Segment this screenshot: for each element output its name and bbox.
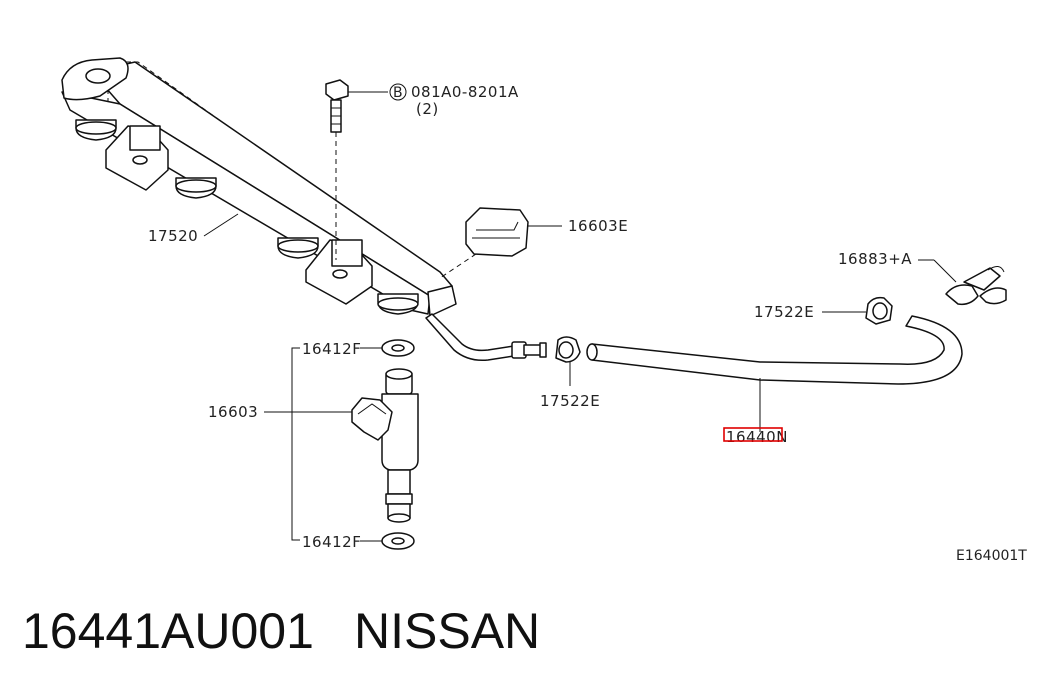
caption-brand: NISSAN — [354, 603, 540, 659]
clamp-lower-part-number: 17522E — [540, 392, 600, 410]
figure-code: E164001T — [956, 548, 1027, 564]
fuel-hose: 16440N — [586, 315, 963, 446]
clamp-lower: 17522E — [540, 336, 600, 410]
fuel-rail — [61, 57, 457, 317]
connector-part-number: 16603E — [568, 217, 628, 235]
highlight-box — [723, 427, 783, 442]
connector: 16603E — [439, 207, 628, 279]
rail-callout: 17520 — [148, 213, 239, 245]
seal-lower-part-number: 16412F — [302, 533, 361, 551]
bolt-marker: B — [393, 85, 403, 101]
clamp-upper-part-number: 17522E — [754, 303, 814, 321]
clamp-upper: 17522E — [754, 296, 893, 325]
bolt: B 081A0-8201A (2) — [325, 79, 519, 260]
bolt-part-number: 081A0-8201A — [411, 83, 519, 101]
clip: 16883+A — [838, 250, 1007, 306]
clip-part-number: 16883+A — [838, 250, 912, 268]
hose-part-number: 16440N — [726, 428, 788, 446]
seal-upper-part-number: 16412F — [302, 340, 361, 358]
feed-pipe — [425, 313, 547, 362]
injector-part-number: 16603 — [208, 403, 258, 421]
rail-part-number: 17520 — [148, 227, 198, 245]
bolt-quantity: (2) — [416, 100, 439, 118]
caption-part-number: 16441AU001 — [22, 603, 314, 659]
injector-assembly: 16412F 16412F 16603 — [208, 339, 419, 551]
